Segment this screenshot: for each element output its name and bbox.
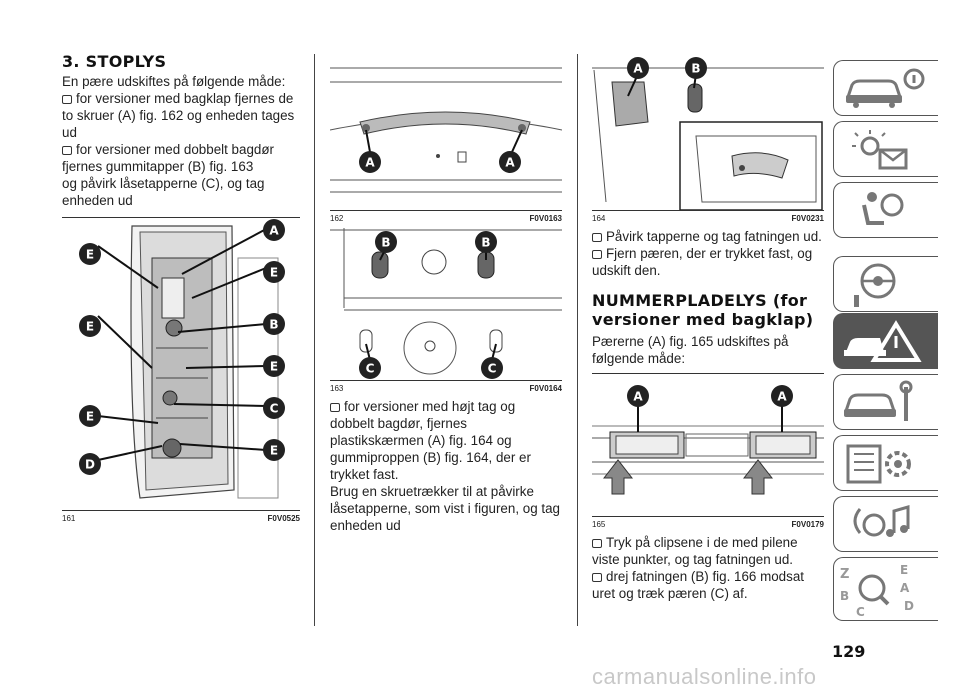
light-mail-icon	[852, 130, 908, 170]
callout-label: A	[365, 156, 375, 170]
alphabet-index-icon: Z E B A C D	[840, 563, 914, 619]
checkbox-bullet-icon	[330, 403, 340, 412]
car-wrench-icon	[843, 380, 913, 421]
callout-label: C	[270, 402, 279, 416]
media-music-icon	[853, 505, 910, 537]
callout-label: D	[85, 458, 95, 472]
license-plate-light-diagram: A A	[592, 385, 824, 495]
index-letter: C	[856, 605, 865, 619]
figure-caption: 165 F0V0179	[592, 520, 824, 532]
intro-text: En pære udskiftes på følgende måde:	[62, 74, 286, 89]
figure-162: A A	[330, 52, 562, 211]
callout-label: A	[269, 224, 279, 238]
callout-label: E	[270, 360, 278, 374]
checkbox-bullet-icon	[62, 146, 72, 155]
steering-key-icon	[854, 263, 896, 307]
sidebar-tab-lights-messages[interactable]	[833, 121, 938, 177]
taillight-diagram: E E E D A E B E C E	[79, 219, 285, 499]
bullet-item: Tryk på clipsene i de med pilene viste p…	[592, 535, 798, 567]
callout-right-group: A E B E C E	[263, 219, 285, 461]
checkbox-bullet-icon	[592, 573, 602, 582]
figure-code: F0V0231	[791, 214, 824, 223]
callout-label: C	[488, 362, 497, 376]
callout-label: B	[691, 62, 700, 76]
sidebar-tab-maintenance[interactable]	[833, 374, 938, 430]
figure-code: F0V0525	[267, 514, 300, 523]
callout-label: B	[481, 236, 490, 250]
callout-label: E	[86, 410, 94, 424]
column-1: 3. STOPLYS En pære udskiftes på følgende…	[62, 52, 300, 526]
bullet-item: for versioner med bagklap fjernes de to …	[62, 91, 295, 140]
double-door-diagram: B B C C	[330, 228, 562, 379]
figure-number: 161	[62, 514, 76, 523]
checkbox-bullet-icon	[62, 95, 72, 104]
watermark: carmanualsonline.info	[592, 664, 817, 689]
callout-label: A	[777, 390, 787, 404]
checkbox-bullet-icon	[592, 539, 602, 548]
plain-text: Brug en skruetrækker til at påvirke låse…	[330, 484, 561, 533]
callout-label: A	[633, 62, 643, 76]
sidebar-tab-index[interactable]: Z E B A C D	[833, 557, 938, 621]
column-divider	[314, 54, 315, 626]
callout-label: E	[86, 248, 94, 262]
sidebar-tab-vehicle-info[interactable]	[833, 60, 938, 116]
sidebar-tab-safety[interactable]	[833, 182, 938, 238]
figure-164: A B	[592, 52, 824, 211]
callout-label: E	[270, 266, 278, 280]
callout-label: A	[633, 390, 643, 404]
figure-caption: 164 F0V0231	[592, 214, 824, 226]
index-letter: A	[900, 581, 910, 595]
index-letter: D	[904, 599, 914, 613]
column-3: A B 164 F0V0231 Påvirk tapperne og tag f…	[592, 52, 824, 602]
figure-code: F0V0163	[529, 214, 562, 223]
index-letter: Z	[840, 567, 849, 582]
section-heading-stoplys: 3. STOPLYS	[62, 52, 167, 71]
column-2: A A 162 F0V0163 B B	[330, 52, 562, 534]
index-letter: B	[840, 589, 849, 603]
tailgate-handle-diagram: A A	[330, 67, 562, 193]
checkbox-bullet-icon	[592, 233, 602, 242]
callout-left-group: E E E D	[79, 243, 101, 475]
callout-label: B	[381, 236, 390, 250]
car-info-icon	[845, 68, 925, 108]
sidebar-tab-starting-driving[interactable]	[833, 256, 938, 312]
figure-165: A A	[592, 373, 824, 517]
bullet-item: for versioner med dobbelt bagdør fjernes…	[62, 142, 274, 174]
figure-caption: 163 F0V0164	[330, 384, 562, 396]
figure-161: E E E D A E B E C E	[62, 217, 300, 511]
callout-label: E	[270, 444, 278, 458]
figure-number: 162	[330, 214, 344, 223]
figure-caption: 161 F0V0525	[62, 514, 300, 526]
figure-code: F0V0179	[791, 520, 824, 529]
figure-163: B B C C	[330, 228, 562, 381]
sidebar-tab-emergency[interactable]	[833, 313, 938, 369]
callout-label: B	[269, 318, 278, 332]
callout-label: C	[366, 362, 375, 376]
bullet-item: Påvirk tapperne og tag fatningen ud.	[592, 228, 824, 245]
page-number: 129	[832, 642, 866, 661]
figure-number: 164	[592, 214, 606, 223]
airbag-seat-icon	[862, 192, 904, 225]
figure-code: F0V0164	[529, 384, 562, 393]
index-letter: E	[900, 563, 908, 577]
bullet-item: for versioner med højt tag og dobbelt ba…	[330, 399, 531, 482]
sidebar-tab-technical-data[interactable]	[833, 435, 938, 491]
figure-caption: 162 F0V0163	[330, 214, 562, 226]
sidebar-tab-multimedia[interactable]	[833, 496, 938, 552]
data-gear-icon	[846, 444, 911, 484]
callout-label: E	[86, 320, 94, 334]
checkbox-bullet-icon	[592, 250, 602, 259]
section-heading-nummerpladelys: NUMMERPLADELYS (for versioner med bagkla…	[592, 291, 814, 329]
figure-number: 165	[592, 520, 606, 529]
breakdown-warning-icon	[844, 320, 922, 362]
bullet-item: drej fatningen (B) fig. 166 modsat uret …	[592, 569, 804, 601]
plain-text: og påvirk låsetapperne (C), og tag enhed…	[62, 176, 265, 208]
figure-number: 163	[330, 384, 344, 393]
high-roof-lamp-diagram: A B	[592, 57, 824, 210]
column-divider	[577, 54, 578, 626]
callout-label: A	[505, 156, 515, 170]
intro-text: Pærerne (A) fig. 165 udskiftes på følgen…	[592, 334, 789, 366]
bullet-item: Fjern pæren, der er trykket fast, og uds…	[592, 246, 813, 278]
